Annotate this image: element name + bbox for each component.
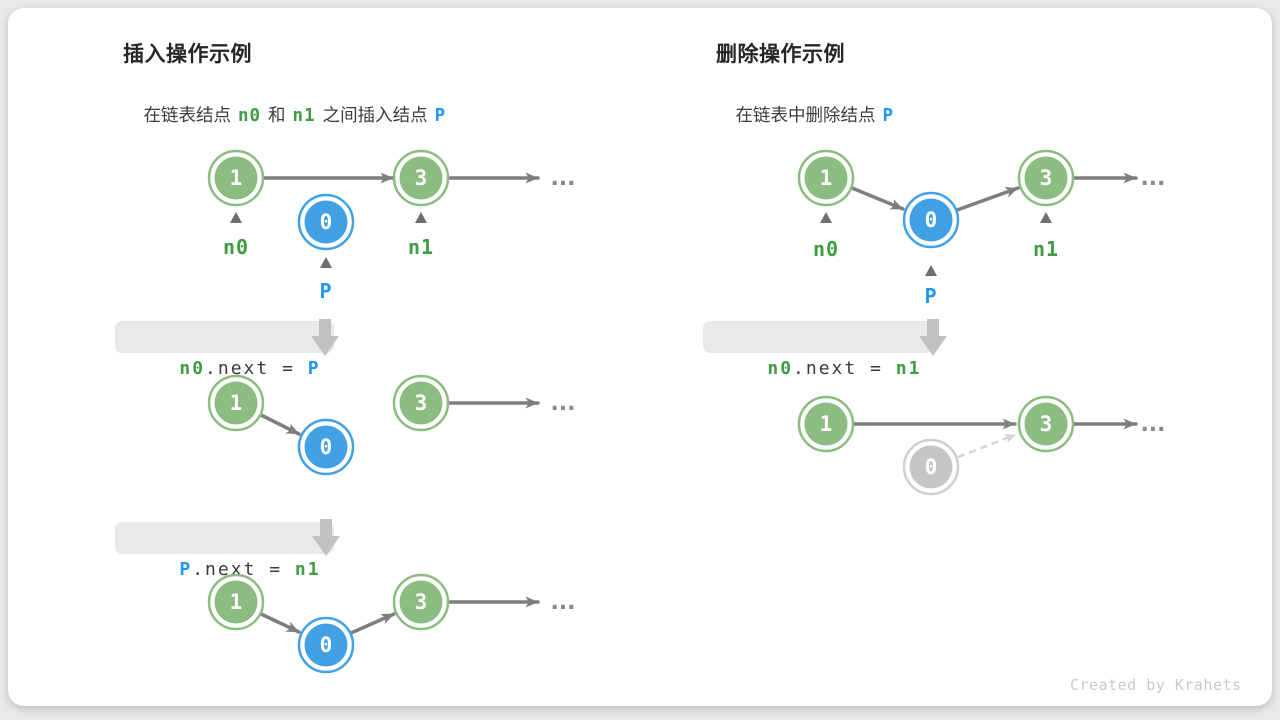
node-0: 0 xyxy=(297,616,355,674)
ellipsis-text: ... xyxy=(550,391,575,416)
delete-diagram-final: ... 1 0 3 xyxy=(797,395,1166,496)
down-arrow-icon xyxy=(312,519,340,556)
pointer-label-n0: n0 xyxy=(223,235,249,259)
down-arrow-icon xyxy=(919,319,947,356)
pointer-label-n0: n0 xyxy=(813,237,839,261)
insert-diagram-initial: ... 1 0 3 n0 P n1 xyxy=(207,149,576,303)
insert-subtitle-text-1: 在链表结点 xyxy=(143,105,231,125)
code-lhs: P xyxy=(179,559,193,580)
delete-subtitle-text-1: 在链表中删除结点 xyxy=(735,105,876,125)
node-0-value: 0 xyxy=(925,208,938,232)
node-0-value: 0 xyxy=(320,210,333,234)
insert-diagram-final: ... 1 0 3 xyxy=(207,573,576,674)
ellipsis-text: ... xyxy=(550,166,575,191)
node-0-value: 0 xyxy=(925,455,938,479)
pointer-label-n1: n1 xyxy=(408,235,434,259)
pointer-label-n1: n1 xyxy=(1033,237,1059,261)
delete-subtitle-p: P xyxy=(882,106,894,126)
delete-section-title: 删除操作示例 xyxy=(716,43,845,66)
node-0-value: 0 xyxy=(320,633,333,657)
insert-subtitle-n1: n1 xyxy=(292,106,316,126)
insert-subtitle-n0: n0 xyxy=(237,106,262,126)
node-1: 1 xyxy=(797,149,855,207)
code-op: .next = xyxy=(793,358,896,379)
node-0: 0 xyxy=(297,193,355,251)
ellipsis-text: ... xyxy=(550,590,575,615)
code-rhs: n1 xyxy=(294,559,321,580)
pointer-label-p: P xyxy=(924,284,937,308)
node-1: 1 xyxy=(207,149,265,207)
node-3: 3 xyxy=(392,573,450,631)
insert-subtitle-p: P xyxy=(434,106,447,126)
down-arrow-icon xyxy=(311,319,339,356)
ellipsis-text: ... xyxy=(1140,166,1165,191)
node-1-value: 1 xyxy=(230,166,243,190)
code-op: .next = xyxy=(205,358,308,379)
code-chip-n0-next-n1: n0.next = n1 xyxy=(703,321,935,379)
delete-section-subtitle: 在链表中删除结点 P xyxy=(716,81,901,148)
node-3-value: 3 xyxy=(1040,166,1053,190)
insert-section-subtitle: 在链表结点 n0 和 n1 之间插入结点 P xyxy=(124,81,453,148)
node-1-value: 1 xyxy=(820,412,833,436)
node-3-value: 3 xyxy=(415,391,428,415)
node-1: 1 xyxy=(207,374,265,432)
pointer-label-p: P xyxy=(319,279,332,303)
caret-up-icon xyxy=(320,257,332,268)
caret-up-icon xyxy=(230,212,242,223)
arrow-n0-to-p xyxy=(259,612,301,634)
insert-subtitle-text-3: 之间插入结点 xyxy=(322,105,428,125)
node-3: 3 xyxy=(392,374,450,432)
insert-diagram-step1: ... 1 0 3 xyxy=(207,374,576,476)
arrow-n0-to-p xyxy=(259,413,301,436)
code-rhs: P xyxy=(307,358,321,379)
node-1-value: 1 xyxy=(820,166,833,190)
node-1-value: 1 xyxy=(230,391,243,415)
delete-diagram-initial: ... 1 0 3 n0 P n1 xyxy=(797,149,1166,308)
node-1: 1 xyxy=(207,573,265,631)
node-3: 3 xyxy=(1017,395,1075,453)
node-0-value: 0 xyxy=(320,435,333,459)
dashed-arrow-removed-p-to-n1 xyxy=(957,433,1016,459)
node-3: 3 xyxy=(392,149,450,207)
code-lhs: n0 xyxy=(767,358,794,379)
arrow-n0-to-p xyxy=(850,186,905,211)
node-3-value: 3 xyxy=(415,166,428,190)
node-3: 3 xyxy=(1017,149,1075,207)
code-lhs: n0 xyxy=(179,358,206,379)
ellipsis-text: ... xyxy=(1140,412,1165,437)
node-1: 1 xyxy=(797,395,855,453)
node-3-value: 3 xyxy=(1040,412,1053,436)
caret-up-icon xyxy=(415,212,427,223)
caret-up-icon xyxy=(1040,212,1052,223)
code-chip-p-next-n1: P.next = n1 xyxy=(115,522,334,580)
code-chip-n0-next-p: n0.next = P xyxy=(115,321,334,379)
insert-subtitle-text-2: 和 xyxy=(268,105,286,125)
node-3-value: 3 xyxy=(415,590,428,614)
credit-text: Created by Krahets xyxy=(1070,676,1242,694)
node-1-value: 1 xyxy=(230,590,243,614)
node-0: 0 xyxy=(297,418,355,476)
node-0-removed: 0 xyxy=(902,438,960,496)
node-0: 0 xyxy=(902,191,960,249)
code-rhs: n1 xyxy=(895,358,922,379)
caret-up-icon xyxy=(820,212,832,223)
arrow-p-to-n1 xyxy=(955,186,1020,212)
caret-up-icon xyxy=(925,265,937,276)
insert-section-title: 插入操作示例 xyxy=(123,43,252,66)
arrow-p-to-n1 xyxy=(349,612,396,635)
